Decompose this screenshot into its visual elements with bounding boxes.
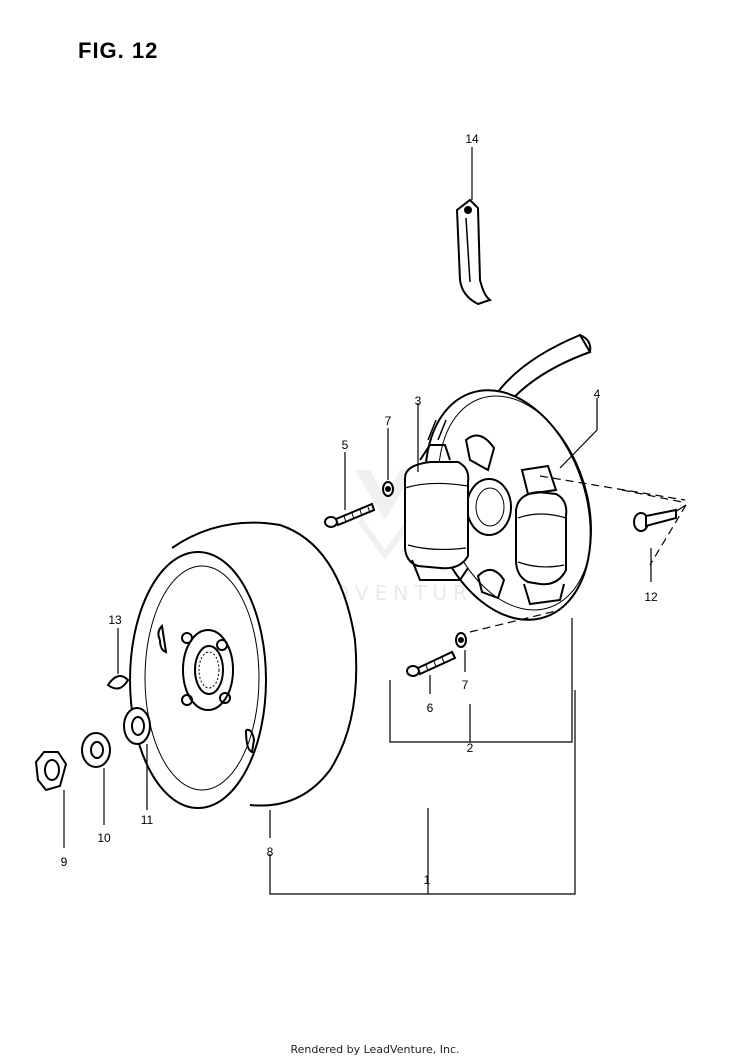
- part-11-washer: [123, 707, 151, 745]
- part-8-rotor: [129, 521, 358, 809]
- callout-7-lower: 7: [462, 678, 469, 692]
- callout-11: 11: [141, 813, 154, 827]
- callout-4: 4: [594, 387, 601, 401]
- part-13-key: [106, 675, 130, 690]
- callout-13: 13: [108, 613, 122, 627]
- callout-10: 10: [97, 831, 111, 845]
- callout-1: 1: [424, 873, 431, 887]
- stator-wire: [494, 333, 592, 405]
- part-7-washer-upper: [382, 481, 394, 497]
- callout-9: 9: [61, 855, 68, 869]
- footer-credit: Rendered by LeadVenture, Inc.: [290, 1043, 460, 1056]
- leader-lines: [63, 147, 687, 895]
- part-12-screw: [633, 508, 677, 532]
- callout-2: 2: [467, 741, 474, 755]
- callout-5: 5: [342, 438, 349, 452]
- callout-14: 14: [465, 132, 479, 146]
- part-7-washer-lower: [455, 632, 467, 648]
- callout-7-upper: 7: [385, 414, 392, 428]
- figure-title: FIG. 12: [78, 38, 159, 63]
- part-14-clamp: [455, 198, 493, 306]
- part-4-coil: [515, 464, 568, 606]
- part-10-lock-washer: [81, 732, 111, 768]
- part-3-coil: [404, 419, 470, 581]
- callout-3: 3: [415, 394, 422, 408]
- callout-12: 12: [644, 590, 658, 604]
- part-5-screw: [324, 502, 376, 528]
- callout-8: 8: [267, 845, 274, 859]
- part-9-nut: [34, 751, 68, 792]
- callout-6: 6: [427, 701, 434, 715]
- part-6-screw: [406, 650, 457, 677]
